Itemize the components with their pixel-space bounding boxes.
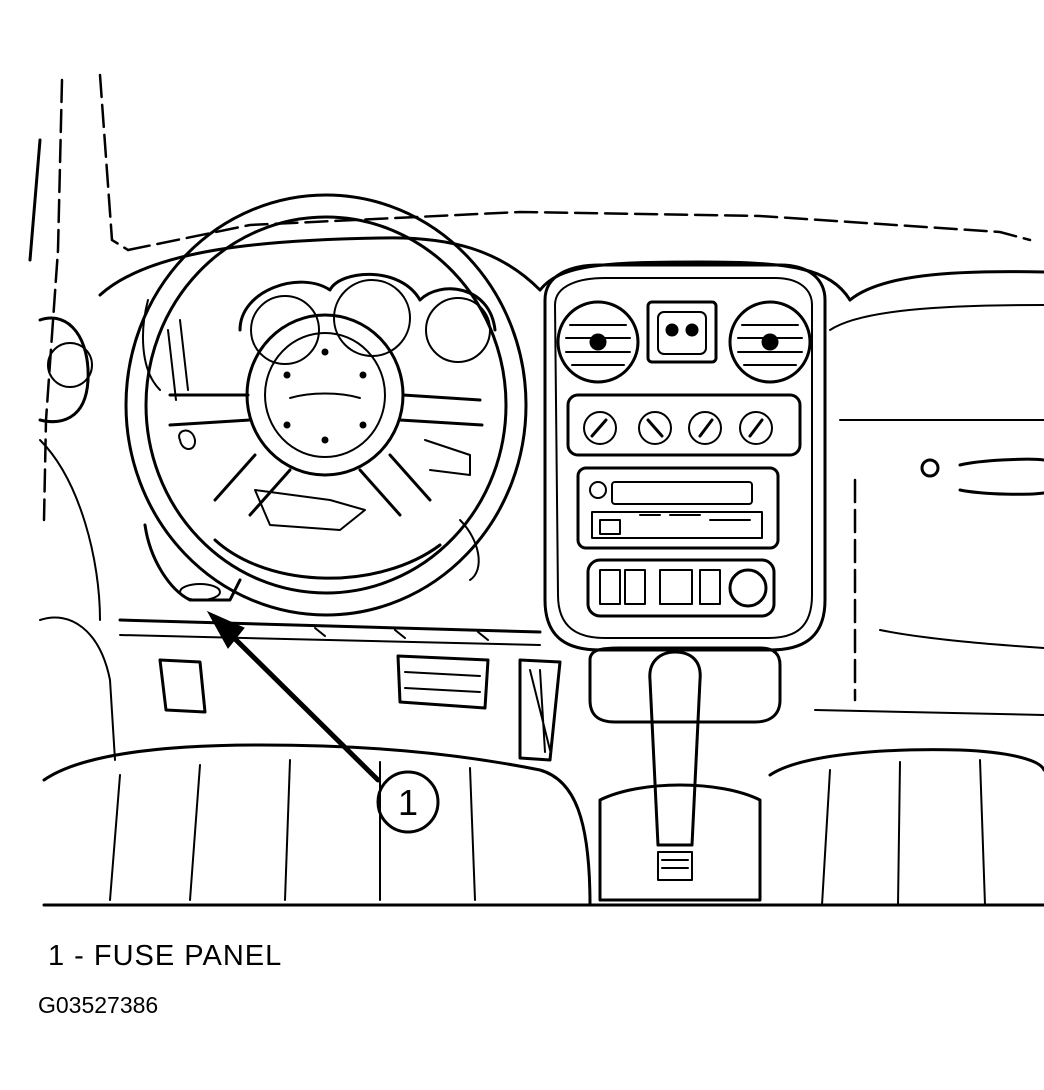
dashboard-outline [98, 210, 1044, 716]
center-console [543, 263, 827, 652]
dashboard-line-drawing: 1 [28, 73, 1044, 907]
callout-arrowhead [206, 610, 245, 649]
steering-column [118, 489, 542, 646]
callout-number-1: 1 [398, 782, 418, 823]
seats [42, 743, 1044, 907]
callout-1: 1 [206, 610, 440, 834]
gear-shifter [588, 646, 782, 902]
legend-caption: 1 - FUSE PANEL [48, 940, 283, 972]
right-dash [920, 457, 1044, 496]
figure-id: G03527386 [38, 992, 159, 1018]
instrument-cluster [142, 272, 497, 401]
steering-wheel [124, 193, 528, 617]
a-pillar [28, 73, 130, 522]
pedals [39, 616, 562, 762]
left-vent [38, 316, 101, 621]
